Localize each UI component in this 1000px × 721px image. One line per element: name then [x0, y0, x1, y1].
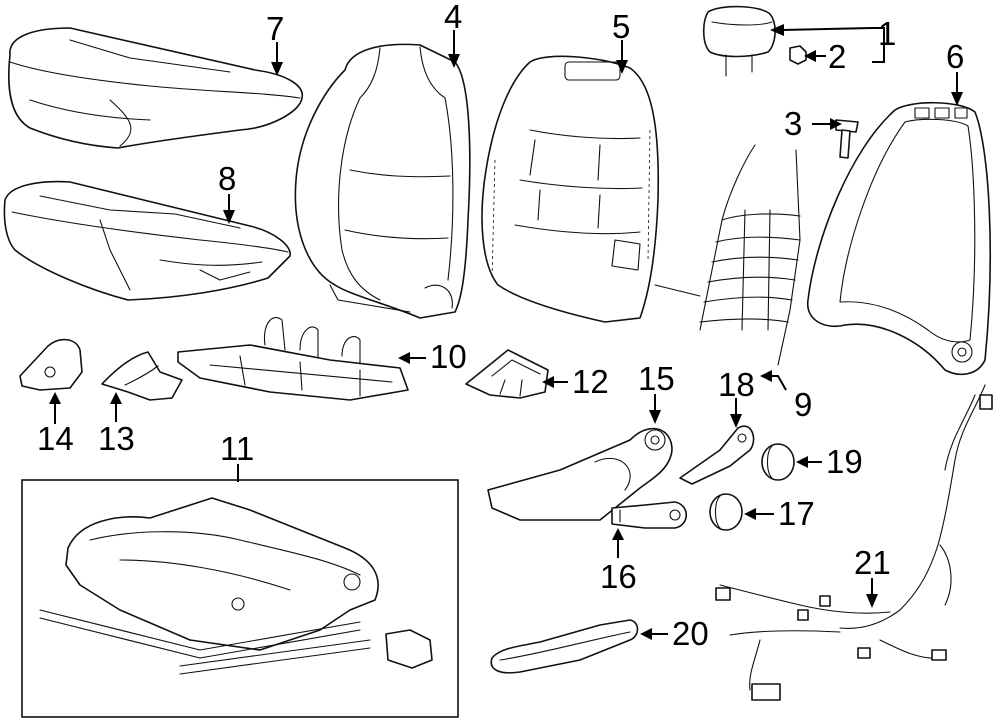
part-seatback-cover [294, 43, 471, 319]
callout-11: 11 [220, 430, 254, 467]
callout-13: 13 [98, 420, 135, 457]
callout-9: 9 [794, 386, 812, 423]
callout-15: 15 [638, 360, 675, 397]
callout-8: 8 [218, 160, 236, 197]
callout-16: 16 [600, 558, 637, 595]
seat-adjuster-group-box [21, 479, 459, 718]
callout-2: 2 [828, 38, 846, 75]
callout-leaders [49, 24, 963, 640]
part-bolt [835, 119, 859, 159]
part-recliner-handle [679, 425, 755, 485]
part-trim-13 [101, 351, 183, 401]
part-seatback-spring [654, 144, 801, 366]
part-seat-adjuster [39, 497, 433, 675]
part-seatback-frame [807, 101, 991, 376]
part-cap-19 [761, 443, 795, 481]
callout-4: 4 [444, 0, 462, 35]
part-trim-14 [19, 338, 83, 391]
callout-20: 20 [672, 615, 709, 652]
callout-1: 1 [878, 15, 896, 52]
part-headrest-guide [789, 45, 807, 65]
callout-5: 5 [612, 8, 630, 45]
part-wiring-harness [715, 384, 993, 701]
part-headrest [702, 5, 776, 77]
part-seatback-pad [481, 55, 660, 323]
part-seat-cushion-pad [3, 180, 291, 301]
part-inner-trim [490, 619, 639, 674]
callout-numbers: 1 2 3 4 5 6 7 8 9 10 11 12 13 14 15 16 1… [37, 0, 964, 652]
part-seat-pan [177, 317, 409, 401]
callout-12: 12 [572, 363, 609, 400]
part-outer-shield [487, 427, 673, 521]
part-cap-17 [709, 493, 743, 531]
callout-21: 21 [854, 544, 891, 581]
callout-10: 10 [430, 338, 467, 375]
callout-19: 19 [826, 443, 863, 480]
callout-3: 3 [784, 105, 802, 142]
part-lever [611, 501, 688, 529]
part-seat-cushion-cover [8, 27, 303, 149]
callout-6: 6 [946, 38, 964, 75]
callout-18: 18 [718, 366, 755, 403]
part-bracket [465, 349, 549, 399]
callout-14: 14 [37, 420, 74, 457]
callout-7: 7 [266, 10, 284, 47]
callout-17: 17 [778, 495, 815, 532]
